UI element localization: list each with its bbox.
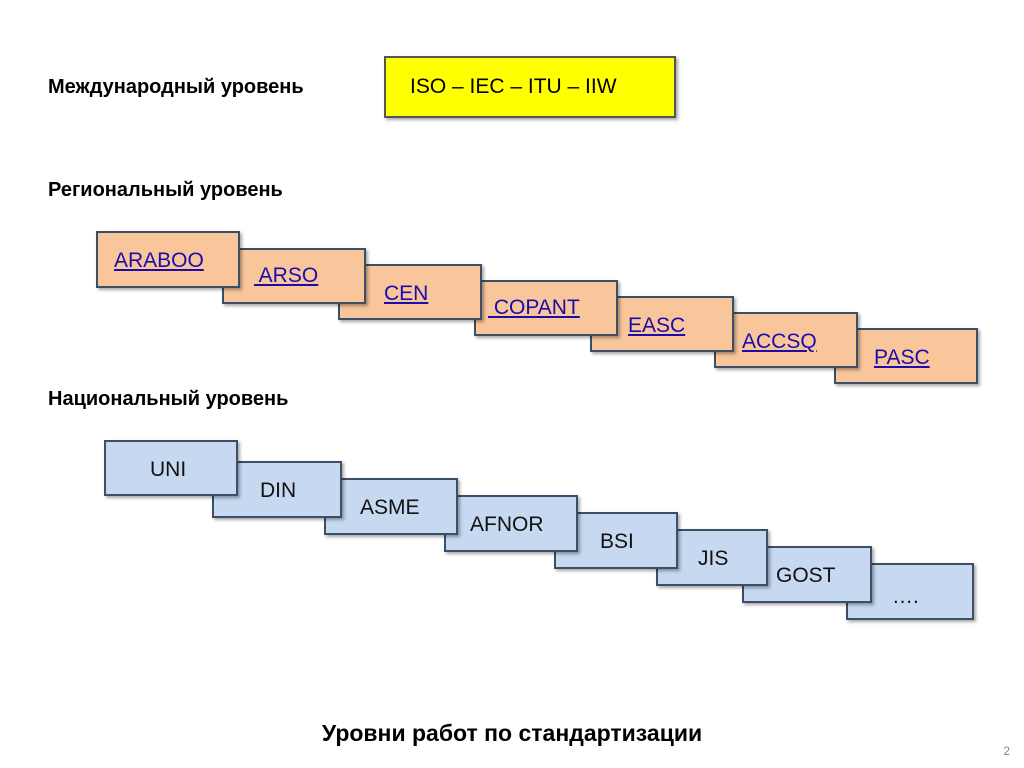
national-label-more: ….: [892, 585, 919, 608]
regional-link-arso[interactable]: ARSO: [254, 264, 319, 287]
regional-box-accsq[interactable]: ACCSQ: [714, 312, 858, 368]
national-label-jis: JIS: [698, 547, 729, 570]
level-label-regional: Региональный уровень: [48, 179, 283, 201]
level-label-international: Международный уровень: [48, 76, 304, 98]
national-label-asme: ASME: [360, 496, 420, 519]
regional-box-pasc[interactable]: PASC: [834, 328, 978, 384]
page-number: 2: [1003, 744, 1010, 758]
regional-link-easc[interactable]: EASC: [628, 314, 686, 337]
level-label-national: Национальный уровень: [48, 388, 289, 410]
regional-link-copant[interactable]: COPANT: [488, 296, 580, 319]
national-box-uni: UNI: [104, 440, 238, 496]
national-label-gost: GOST: [776, 564, 836, 587]
slide-title: Уровни работ по стандартизации: [321, 720, 703, 746]
regional-link-araboo[interactable]: ARABOO: [114, 249, 204, 272]
national-box-asme: ASME: [324, 478, 458, 535]
international-box: ISO – IEC – ITU – IIW: [384, 56, 676, 118]
national-label-bsi: BSI: [600, 530, 634, 553]
regional-link-accsq[interactable]: ACCSQ: [742, 330, 817, 353]
regional-link-cen[interactable]: CEN: [384, 282, 429, 305]
national-label-uni: UNI: [150, 458, 187, 481]
national-label-din: DIN: [260, 479, 297, 502]
national-label-afnor: AFNOR: [470, 513, 544, 536]
national-box-afnor: AFNOR: [444, 495, 578, 552]
regional-box-copant[interactable]: COPANT: [474, 280, 618, 336]
regional-link-pasc[interactable]: PASC: [874, 346, 930, 369]
regional-box-arso[interactable]: ARSO: [222, 248, 366, 304]
regional-box-araboo[interactable]: ARABOO: [96, 231, 240, 288]
international-box-text: ISO – IEC – ITU – IIW: [410, 75, 617, 98]
